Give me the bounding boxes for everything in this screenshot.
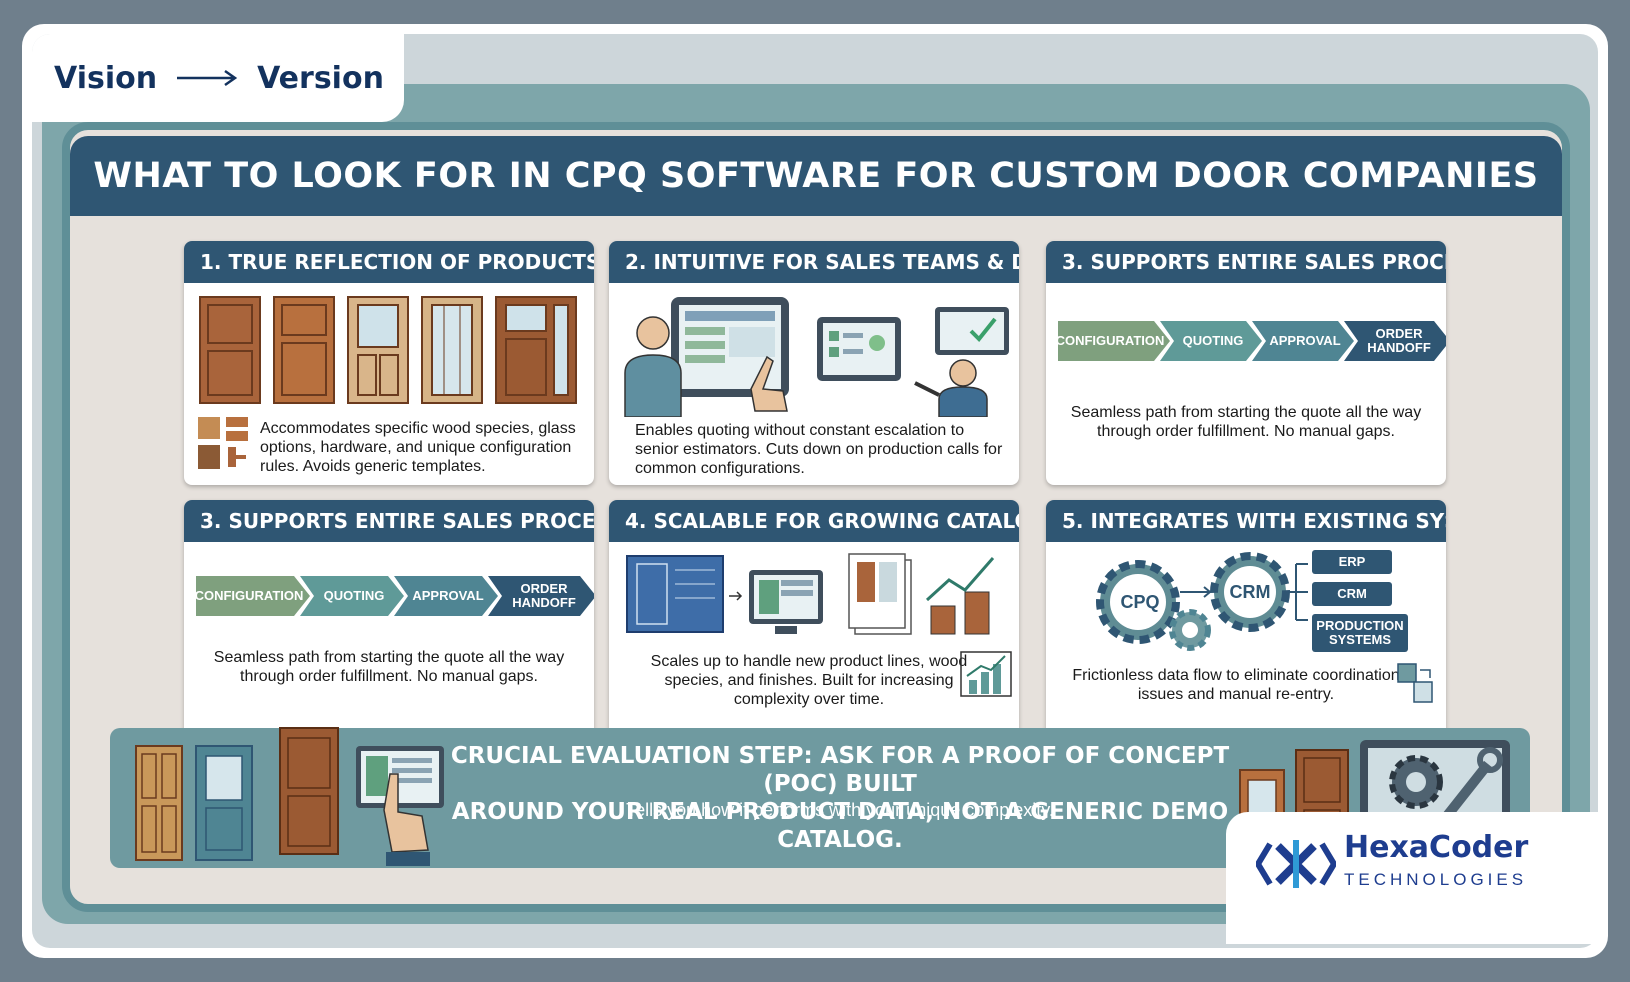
evaluation-headline: CRUCIAL EVALUATION STEP: ASK FOR A PROOF…	[440, 742, 1240, 854]
bar-chart-icon	[960, 651, 1012, 697]
glass-door-icon	[195, 745, 253, 861]
hexacoder-logo-icon	[1256, 840, 1336, 888]
flow-step-configuration: CONFIGURATION	[196, 576, 310, 616]
card-heading: 3. SUPPORTS ENTIRE SALES PROCESS	[1046, 241, 1446, 283]
checklist-screen-icon	[935, 307, 1009, 355]
tablet-icon	[671, 297, 789, 397]
headline-line: CRUCIAL EVALUATION STEP: ASK FOR A PROOF…	[450, 743, 1230, 797]
sidelite-door-icon	[495, 296, 577, 404]
slide: WHAT TO LOOK FOR IN CPQ SOFTWARE FOR CUS…	[32, 34, 1598, 948]
gear-icon	[1389, 755, 1443, 809]
flow-step-configuration: CONFIGURATION	[1058, 321, 1170, 361]
catalog-pages-icon	[848, 553, 912, 635]
salesperson-figure	[624, 316, 682, 417]
card-heading: 3. SUPPORTS ENTIRE SALES PROCESS	[184, 500, 594, 542]
blueprint-icon	[626, 555, 724, 633]
erp-badge: ERP	[1312, 550, 1392, 574]
cpq-label: CPQ	[1120, 592, 1160, 612]
door-lineup-illustration	[199, 296, 577, 404]
flow-step-approval: APPROVAL	[1252, 321, 1354, 361]
arrow-right-icon	[177, 69, 238, 87]
brand-vision: Vision	[54, 60, 158, 96]
company-logo: HexaCoder TECHNOLOGIES	[1226, 812, 1606, 944]
logo-name: HexaCoder	[1344, 830, 1529, 865]
connector-lines	[1286, 563, 1308, 621]
flow-step-order-handoff: ORDER HANDOFF	[488, 576, 594, 616]
evaluation-subtext: Tells you how it performs with your uniq…	[626, 800, 1054, 820]
card-description: Accommodates specific wood species, glas…	[260, 420, 576, 475]
card-integrations: 5. INTEGRATES WITH EXISTING SYSTEMS	[1046, 500, 1446, 744]
flow-step-quoting: QUOTING	[300, 576, 404, 616]
monitor-icon	[749, 570, 823, 634]
badge-label: SYSTEMS	[1328, 632, 1392, 647]
flow-step-label: ORDER	[1375, 326, 1423, 341]
brand-tab: Vision Version	[32, 34, 404, 122]
card-sales-process-top: 3. SUPPORTS ENTIRE SALES PROCESS CONFIGU…	[1046, 241, 1446, 485]
card-heading: 5. INTEGRATES WITH EXISTING SYSTEMS	[1046, 500, 1446, 542]
flow-step-quoting: QUOTING	[1160, 321, 1262, 361]
growth-chart-icon	[925, 557, 995, 635]
process-flow: CONFIGURATION QUOTING APPROVAL ORDER HAN…	[196, 576, 586, 616]
card-description: Scales up to handle new product lines, w…	[650, 653, 968, 708]
logo-subtitle: TECHNOLOGIES	[1344, 870, 1528, 889]
card-description: Enables quoting without constant escalat…	[635, 422, 1003, 477]
crm-badge: CRM	[1312, 582, 1392, 606]
production-systems-badge: PRODUCTION SYSTEMS	[1312, 614, 1408, 652]
glass-door-icon	[347, 296, 409, 404]
door-icon	[273, 296, 335, 404]
card-true-reflection: 1. TRUE REFLECTION OF PRODUCTS	[184, 241, 594, 485]
flow-step-label: HANDOFF	[1367, 340, 1431, 355]
flow-step-approval: APPROVAL	[394, 576, 498, 616]
flow-step-label: ORDER	[520, 581, 568, 596]
card-description: Frictionless data flow to eliminate coor…	[1072, 667, 1400, 703]
outer-frame: WHAT TO LOOK FOR IN CPQ SOFTWARE FOR CUS…	[22, 24, 1608, 958]
pointing-hand-icon	[750, 355, 788, 412]
crm-label: CRM	[1229, 582, 1271, 602]
arrow-right-icon	[1180, 586, 1212, 598]
flow-step-order-handoff: ORDER HANDOFF	[1344, 321, 1446, 361]
brand-version: Version	[257, 60, 384, 96]
cpq-gear-icon	[1096, 560, 1180, 644]
sales-team-illustration	[624, 297, 1009, 417]
arrow-right-icon	[729, 591, 743, 601]
integration-diagram	[1096, 552, 1308, 651]
card-heading: 4. SCALABLE FOR GROWING CATALOG	[609, 500, 1019, 542]
card-heading: 1. TRUE REFLECTION OF PRODUCTS	[184, 241, 594, 283]
card-intuitive-sales: 2. INTUITIVE FOR SALES TEAMS & DEALERS	[609, 241, 1019, 485]
card-heading: 2. INTUITIVE FOR SALES TEAMS & DEALERS	[609, 241, 1019, 283]
infographic-board: WHAT TO LOOK FOR IN CPQ SOFTWARE FOR CUS…	[62, 122, 1570, 912]
glass-door-icon	[421, 296, 483, 404]
evaluation-doors-illustration	[135, 727, 444, 866]
page-title: WHAT TO LOOK FOR IN CPQ SOFTWARE FOR CUS…	[93, 156, 1539, 196]
door-icon	[279, 727, 339, 855]
door-icon	[135, 745, 183, 861]
card-description: Seamless path from starting the quote al…	[1070, 404, 1422, 440]
flow-step-label: HANDOFF	[512, 595, 576, 610]
card-scalable-catalog: 4. SCALABLE FOR GROWING CATALOG	[609, 500, 1019, 744]
small-gear-icon	[1169, 609, 1211, 651]
door-icon	[199, 296, 261, 404]
material-swatches-icon	[198, 417, 248, 469]
card-sales-process-bottom: 3. SUPPORTS ENTIRE SALES PROCESS CONFIGU…	[184, 500, 594, 744]
headline-line: AROUND YOUR REAL PRODUCT DATA, NOT A GEN…	[451, 799, 1229, 853]
monitor-icon	[817, 317, 901, 381]
presenter-figure	[914, 359, 988, 417]
catalog-growth-illustration	[626, 553, 995, 635]
card-description: Seamless path from starting the quote al…	[213, 649, 565, 685]
tablet-icon	[356, 746, 444, 808]
process-flow: CONFIGURATION QUOTING APPROVAL ORDER HAN…	[1058, 321, 1440, 361]
badge-label: PRODUCTION	[1316, 618, 1404, 633]
title-banner: WHAT TO LOOK FOR IN CPQ SOFTWARE FOR CUS…	[70, 136, 1562, 216]
pointing-hand-icon	[383, 773, 430, 866]
data-sync-icon	[1397, 663, 1433, 703]
